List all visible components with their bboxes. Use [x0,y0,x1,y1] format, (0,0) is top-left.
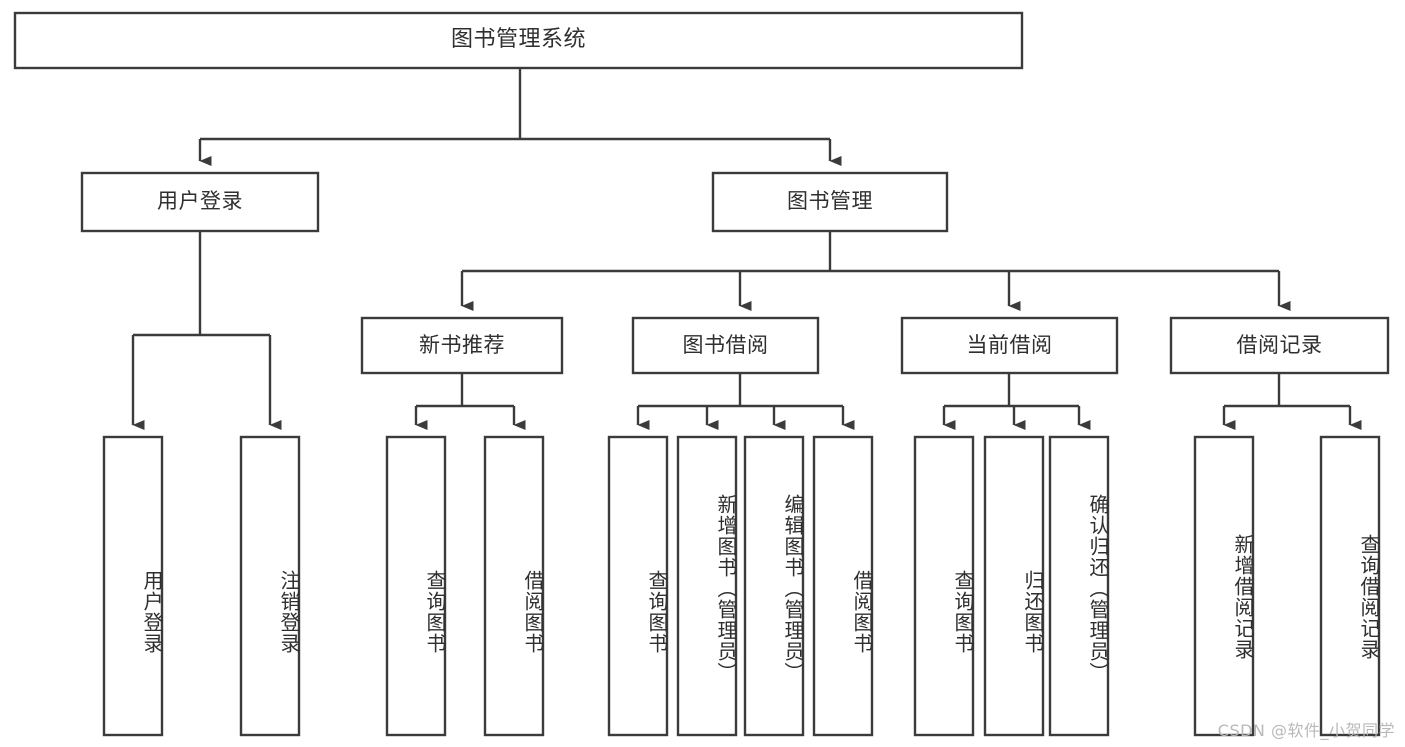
leaf-box-current-0[interactable] [913,435,975,737]
leaf-box-new-book-0[interactable] [385,435,447,737]
leaf-box-records-1[interactable] [1319,435,1381,737]
box-book-borrow[interactable] [631,316,820,375]
box-root[interactable] [13,11,1024,70]
box-book-management[interactable] [711,171,949,233]
leaf-box-borrow-0[interactable] [607,435,669,737]
leaf-box-current-1[interactable] [983,435,1045,737]
box-current-borrow[interactable] [900,316,1119,375]
leaf-box-borrow-2[interactable] [743,435,805,737]
leaf-box-current-2[interactable] [1048,435,1110,737]
leaf-box-user-login-1[interactable] [239,435,301,737]
box-user-login[interactable] [80,171,320,233]
leaf-box-borrow-3[interactable] [812,435,874,737]
box-borrow-records[interactable] [1169,316,1390,375]
box-new-book-recommend[interactable] [360,316,564,375]
leaf-box-user-login-0[interactable] [102,435,164,737]
leaf-box-borrow-1[interactable] [676,435,738,737]
leaf-box-new-book-1[interactable] [483,435,545,737]
leaf-box-records-0[interactable] [1193,435,1255,737]
